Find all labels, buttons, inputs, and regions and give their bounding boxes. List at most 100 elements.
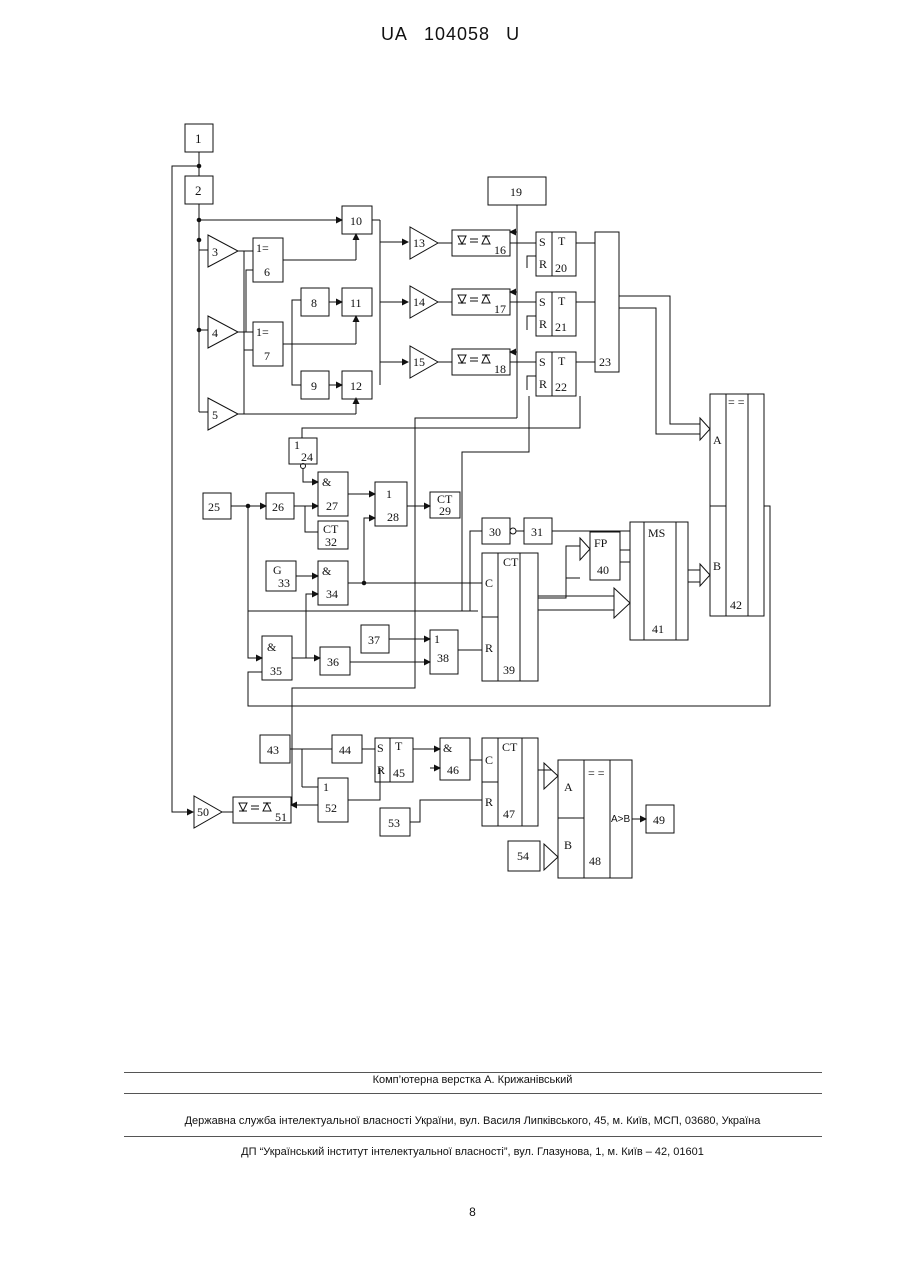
label-23: 23 bbox=[599, 355, 611, 369]
label-22: 22 bbox=[555, 380, 567, 394]
block-23 bbox=[595, 232, 619, 372]
label-24: 24 bbox=[301, 450, 313, 464]
institute-address: ДП “Український інститут інтелектуальної… bbox=[0, 1146, 901, 1158]
layout-credit: Комп’ютерна верстка А. Крижанівський bbox=[0, 1074, 901, 1086]
label-38: 38 bbox=[437, 651, 449, 665]
s-20: S bbox=[539, 235, 546, 249]
t-22: T bbox=[558, 354, 566, 368]
label-15: 15 bbox=[413, 355, 425, 369]
bus-arrow-fp bbox=[580, 538, 590, 560]
comparator-42 bbox=[710, 394, 764, 616]
or-sym-38: 1 bbox=[434, 632, 440, 646]
agtb-48: A>B bbox=[611, 814, 631, 825]
label-8: 8 bbox=[311, 296, 317, 310]
label-25: 25 bbox=[208, 500, 220, 514]
and-sym-27: & bbox=[322, 475, 332, 489]
bus-arrow-47 bbox=[544, 763, 558, 789]
r-47: R bbox=[485, 795, 493, 809]
label-37: 37 bbox=[368, 633, 380, 647]
and-sym-46: & bbox=[443, 741, 453, 755]
label-17: 17 bbox=[494, 302, 506, 316]
label-44: 44 bbox=[339, 743, 351, 757]
xor-sym-6: 1= bbox=[256, 241, 269, 255]
ct-39: CT bbox=[503, 555, 519, 569]
s-21: S bbox=[539, 295, 546, 309]
r-39: R bbox=[485, 641, 493, 655]
label-33: 33 bbox=[278, 576, 290, 590]
page-number: 8 bbox=[0, 1205, 901, 1219]
label-42: 42 bbox=[730, 598, 742, 612]
r-21: R bbox=[539, 317, 547, 331]
optocoupler-symbols bbox=[458, 236, 490, 363]
label-27: 27 bbox=[326, 499, 338, 513]
fp-sym-40: FP bbox=[594, 536, 608, 550]
label-18: 18 bbox=[494, 362, 506, 376]
label-9: 9 bbox=[311, 379, 317, 393]
label-3: 3 bbox=[212, 245, 218, 259]
label-29: 29 bbox=[439, 504, 451, 518]
r-22: R bbox=[539, 377, 547, 391]
bus-arrow-ms bbox=[614, 588, 630, 618]
gen-sym-33: G bbox=[273, 563, 282, 577]
block-diagram: 1 2 3 4 5 1= 6 1= 7 8 9 10 11 12 13 14 1… bbox=[0, 0, 901, 1000]
label-30: 30 bbox=[489, 525, 501, 539]
label-16: 16 bbox=[494, 243, 506, 257]
a-48: A bbox=[564, 780, 573, 794]
or-sym-52: 1 bbox=[323, 780, 329, 794]
a-42: A bbox=[713, 433, 722, 447]
label-46: 46 bbox=[447, 763, 459, 777]
label-5: 5 bbox=[212, 408, 218, 422]
c-47: C bbox=[485, 753, 493, 767]
optocoupler-51-symbol bbox=[239, 803, 271, 811]
and-sym-35: & bbox=[267, 640, 277, 654]
b-48: B bbox=[564, 838, 572, 852]
label-51: 51 bbox=[275, 810, 287, 824]
label-10: 10 bbox=[350, 214, 362, 228]
label-2: 2 bbox=[195, 183, 202, 198]
c-39: C bbox=[485, 576, 493, 590]
label-14: 14 bbox=[413, 295, 425, 309]
label-40: 40 bbox=[597, 563, 609, 577]
label-39: 39 bbox=[503, 663, 515, 677]
label-13: 13 bbox=[413, 236, 425, 250]
t-45: T bbox=[395, 739, 403, 753]
label-35: 35 bbox=[270, 664, 282, 678]
label-20: 20 bbox=[555, 261, 567, 275]
or-sym-28: 1 bbox=[386, 487, 392, 501]
and-sym-34: & bbox=[322, 564, 332, 578]
bus-arrow-a bbox=[700, 418, 710, 440]
or-sym-24: 1 bbox=[294, 438, 300, 452]
label-45: 45 bbox=[393, 766, 405, 780]
label-50: 50 bbox=[197, 805, 209, 819]
divider-3 bbox=[124, 1136, 822, 1137]
ct-47: CT bbox=[502, 740, 518, 754]
label-32: 32 bbox=[325, 535, 337, 549]
label-7: 7 bbox=[264, 349, 270, 363]
service-address: Державна служба інтелектуальної власност… bbox=[0, 1115, 901, 1127]
label-26: 26 bbox=[272, 500, 284, 514]
b-42: B bbox=[713, 559, 721, 573]
label-34: 34 bbox=[326, 587, 338, 601]
label-21: 21 bbox=[555, 320, 567, 334]
label-4: 4 bbox=[212, 326, 218, 340]
xor-sym-7: 1= bbox=[256, 325, 269, 339]
label-12: 12 bbox=[350, 379, 362, 393]
eq-sym-48: = = bbox=[588, 766, 605, 780]
label-11: 11 bbox=[350, 296, 362, 310]
divider-2 bbox=[124, 1093, 822, 1094]
ms-sym-41: MS bbox=[648, 526, 665, 540]
label-31: 31 bbox=[531, 525, 543, 539]
label-41: 41 bbox=[652, 622, 664, 636]
r-20: R bbox=[539, 257, 547, 271]
eq-sym-42: = = bbox=[728, 395, 745, 409]
label-19: 19 bbox=[510, 185, 522, 199]
bus-arrow-b bbox=[700, 564, 710, 586]
label-28: 28 bbox=[387, 510, 399, 524]
label-52: 52 bbox=[325, 801, 337, 815]
ct-32: CT bbox=[323, 522, 339, 536]
s-22: S bbox=[539, 355, 546, 369]
r-45: R bbox=[377, 763, 385, 777]
label-49: 49 bbox=[653, 813, 665, 827]
label-6: 6 bbox=[264, 265, 270, 279]
divider-1 bbox=[124, 1072, 822, 1073]
